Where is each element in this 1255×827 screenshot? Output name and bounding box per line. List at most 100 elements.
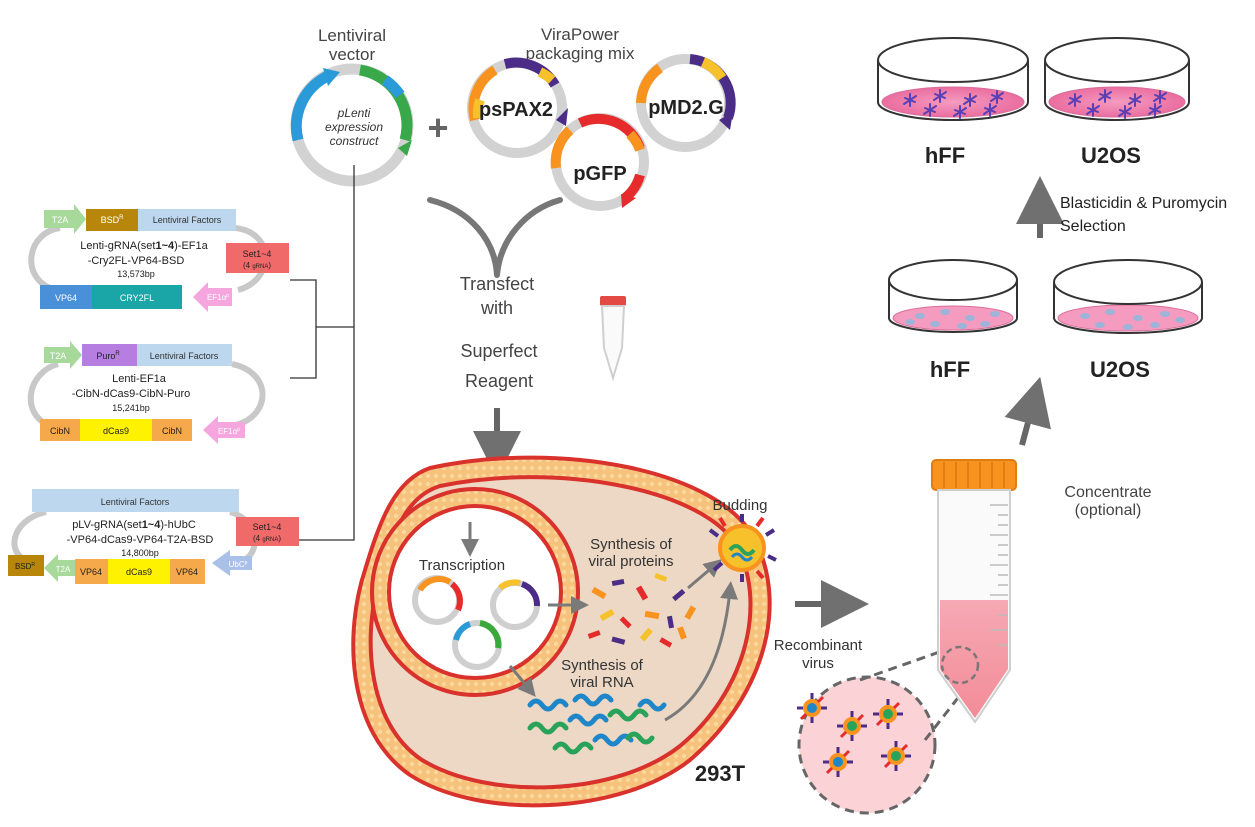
dish-label-bottom-right: U2OS <box>1090 357 1150 382</box>
recombinant-virus: Recombinant virus <box>774 637 970 815</box>
c3-set: Set1~4 <box>253 522 282 532</box>
plasmid-arc-blue-small-icon <box>381 75 405 99</box>
c3-size: 14,800bp <box>121 548 159 558</box>
construct-1: T2A BSDR Lentiviral Factors Lenti-gRNA(s… <box>28 204 289 312</box>
c3-vp64-2 <box>170 559 205 584</box>
cells-top-right-icon <box>1068 89 1167 119</box>
c2-dcas9-label: dCas9 <box>103 426 129 436</box>
construct-2: T2A PuroR Lentiviral Factors Lenti-EF1a … <box>27 341 266 444</box>
cell-293t: Transcription Synthesis of viral protein… <box>351 455 777 808</box>
c2-marker-box <box>82 344 137 366</box>
c2-t2a: T2A <box>50 351 67 361</box>
c3-vp64-1-label: VP64 <box>80 567 102 577</box>
synth-rna-2: viral RNA <box>570 674 633 691</box>
dish-label-top-right: U2OS <box>1081 143 1141 168</box>
rna-to-budding-arrow <box>664 581 739 722</box>
c2-dcas9 <box>80 419 152 441</box>
c1-set: Set1~4 <box>243 249 272 259</box>
recombinant-label-2: virus <box>802 655 834 672</box>
c1-cry2fl-label: CRY2FL <box>120 293 154 303</box>
c2-cibn-2-label: CibN <box>162 426 182 436</box>
cell-line-label: 293T <box>695 761 746 786</box>
transfect-line-2: with <box>480 298 513 318</box>
c1-promoter-arrow <box>193 282 232 312</box>
c1-name-2: -Cry2FL-VP64-BSD <box>88 255 185 267</box>
c3-set-sub: (4 gRNA) <box>253 534 281 543</box>
c3-factors: Lentiviral Factors <box>101 497 170 507</box>
c1-size: 13,573bp <box>117 269 155 279</box>
c1-promoter: EF1αp <box>207 293 229 302</box>
recombinant-label-1: Recombinant <box>774 637 863 654</box>
synth-proteins-1: Synthesis of <box>590 536 673 553</box>
c2-promoter-arrow <box>203 416 245 444</box>
c1-cry2fl <box>92 285 182 309</box>
merge-connector <box>427 197 563 278</box>
plasmid-label-3: construct <box>330 134 379 148</box>
budding-label: Budding <box>712 497 767 514</box>
reagent-tube-icon <box>600 296 626 382</box>
c3-set-box <box>236 517 299 546</box>
viral-proteins-icon <box>587 573 697 648</box>
c2-cibn-2 <box>152 419 192 441</box>
c1-marker-box <box>86 209 138 231</box>
selection-label-1: Blasticidin & Puromycin <box>1060 195 1227 212</box>
c1-set-box <box>226 243 289 273</box>
concentrate-label-1: Concentrate <box>1064 484 1151 501</box>
nucleus-inner <box>387 504 563 680</box>
c1-t2a: T2A <box>52 215 69 225</box>
c2-marker: PuroR <box>96 351 120 361</box>
c3-promoter: UbCp <box>229 560 248 569</box>
dish-label-bottom-left: hFF <box>930 357 970 382</box>
c3-factors-box <box>32 489 239 512</box>
transfect-line-1: Transfect <box>460 274 534 294</box>
synth-rna-1: Synthesis of <box>561 657 644 674</box>
construct-connector-line <box>290 165 355 541</box>
c3-marker-box <box>8 555 44 576</box>
selection-label-2: Selection <box>1060 218 1126 235</box>
packaging-mix: ViraPower packaging mix psPAX2 pMD2.G pG… <box>467 25 736 211</box>
c3-promoter-arrow <box>212 550 252 576</box>
budding-virion-icon <box>708 514 777 582</box>
centrifuge-tube-icon <box>931 459 1017 724</box>
dish-top-right <box>1044 37 1190 121</box>
plus-sign: + <box>427 107 448 148</box>
lentiviral-vector-title-2: vector <box>329 45 376 64</box>
c3-marker: BSDR <box>15 562 35 571</box>
c2-name-2: -CibN-dCas9-CibN-Puro <box>72 388 191 400</box>
pspax2-label: psPAX2 <box>479 99 553 121</box>
c3-vp64-1 <box>75 559 108 584</box>
c1-name-1: Lenti-gRNA(set1~4)-EF1a <box>80 240 208 252</box>
c1-factors: Lentiviral Factors <box>153 215 222 225</box>
c2-name-1: Lenti-EF1a <box>112 373 167 385</box>
c3-dcas9 <box>108 559 170 584</box>
c2-factors: Lentiviral Factors <box>150 351 219 361</box>
dishes-bottom: hFF U2OS <box>888 259 1203 382</box>
lentiviral-vector-title-1: Lentiviral <box>318 26 386 45</box>
synth-proteins-2: viral proteins <box>588 553 673 570</box>
virus-zoom-circle <box>797 675 937 815</box>
c1-marker: BSDR <box>101 215 125 225</box>
dish-label-top-left: hFF <box>925 143 965 168</box>
packaging-title-2: packaging mix <box>526 44 635 63</box>
dish-top-left <box>877 37 1029 121</box>
viral-rna-icon <box>527 693 667 755</box>
transcription-label: Transcription <box>419 557 505 574</box>
c2-promoter: EF1αp <box>218 427 240 436</box>
construct-bracket <box>290 279 354 379</box>
cells-top-left-icon <box>903 89 1004 119</box>
plasmid-label-1: pLenti <box>337 106 371 120</box>
c3-name-1: pLV-gRNA(set1~4)-hUbC <box>72 519 196 531</box>
virion-icons <box>797 693 911 777</box>
plasmid-arc-blue-icon <box>290 69 333 142</box>
c3-name-2: -VP64-dCas9-VP64-T2A-BSD <box>67 534 214 546</box>
c3-t2a-arrow <box>44 554 75 582</box>
tube-to-dishes-arrow <box>1004 376 1052 446</box>
c2-cibn-1-label: CibN <box>50 426 70 436</box>
transfect-line-4: Reagent <box>465 371 533 391</box>
c2-cibn-1 <box>40 419 80 441</box>
dishes-top: hFF U2OS <box>877 37 1190 168</box>
concentrate-label-2: (optional) <box>1075 502 1142 519</box>
pgfp-label: pGFP <box>573 163 626 185</box>
dish-bottom-left <box>888 259 1018 333</box>
